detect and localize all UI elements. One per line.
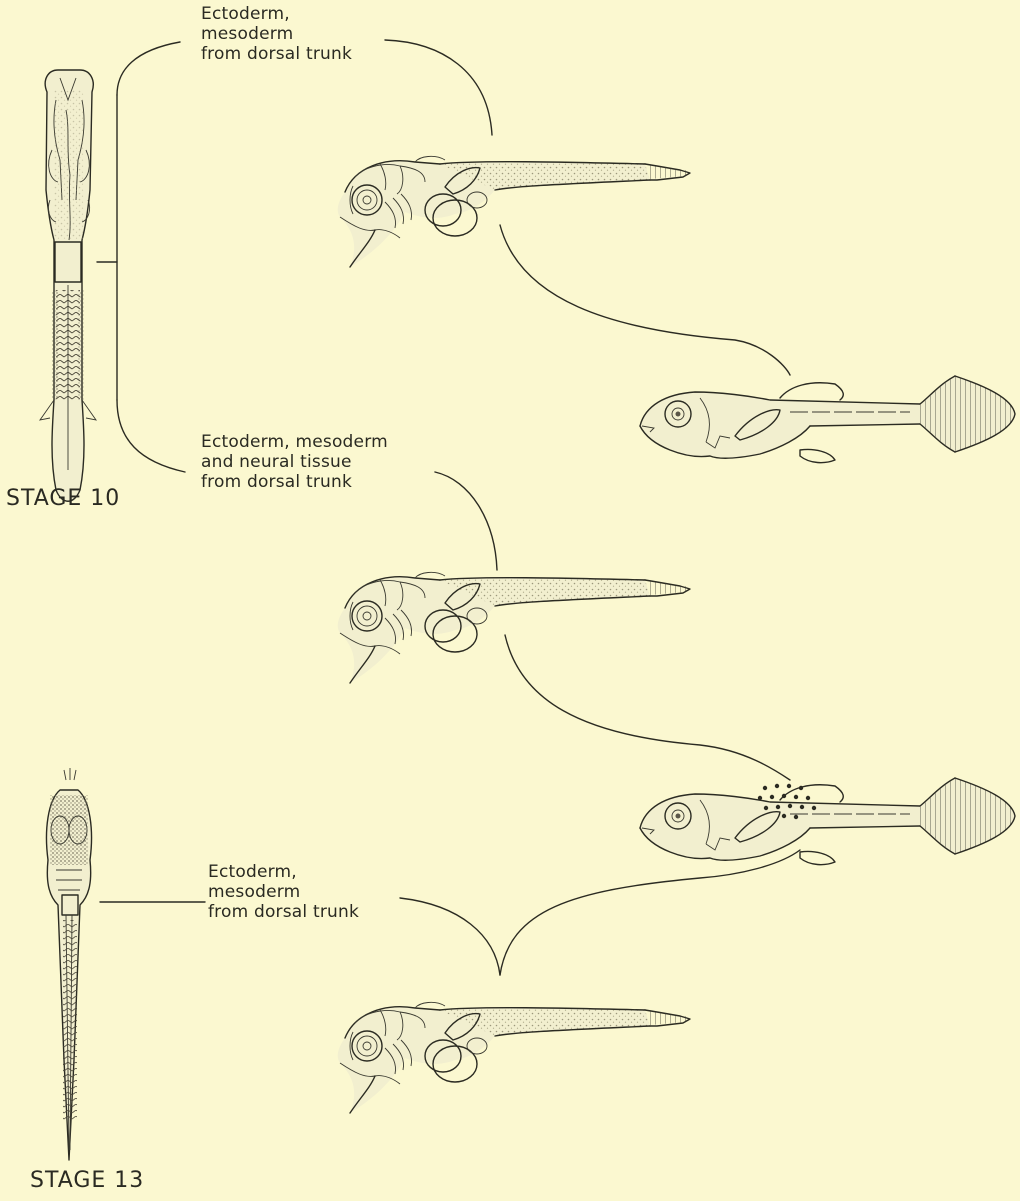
stage-10-embryo bbox=[40, 70, 96, 501]
grafted-larva-1 bbox=[338, 156, 691, 267]
graft-label-3-line-3: from dorsal trunk bbox=[208, 902, 359, 922]
stage-13-label: STAGE 13 bbox=[30, 1168, 144, 1193]
graft-label-3-line-1: Ectoderm, bbox=[208, 862, 359, 882]
graft-label-3: Ectoderm, mesoderm from dorsal trunk bbox=[208, 862, 359, 922]
graft-label-1: Ectoderm, mesoderm from dorsal trunk bbox=[201, 4, 352, 64]
grafted-larva-2 bbox=[338, 572, 691, 683]
graft-label-1-line-3: from dorsal trunk bbox=[201, 44, 352, 64]
graft-label-1-line-1: Ectoderm, bbox=[201, 4, 352, 24]
stage-10-label: STAGE 10 bbox=[6, 486, 120, 511]
stage-13-embryo bbox=[47, 768, 92, 1160]
graft-label-2-line-2: and neural tissue bbox=[201, 452, 388, 472]
graft-label-2-line-1: Ectoderm, mesoderm bbox=[201, 432, 388, 452]
grafted-larva-3 bbox=[338, 1002, 691, 1113]
adult-fish-2 bbox=[640, 778, 1015, 865]
graft-label-1-line-2: mesoderm bbox=[201, 24, 352, 44]
graft-label-3-line-2: mesoderm bbox=[208, 882, 359, 902]
adult-fish-1 bbox=[640, 376, 1015, 463]
graft-label-2-line-3: from dorsal trunk bbox=[201, 472, 388, 492]
graft-label-2: Ectoderm, mesoderm and neural tissue fro… bbox=[201, 432, 388, 492]
